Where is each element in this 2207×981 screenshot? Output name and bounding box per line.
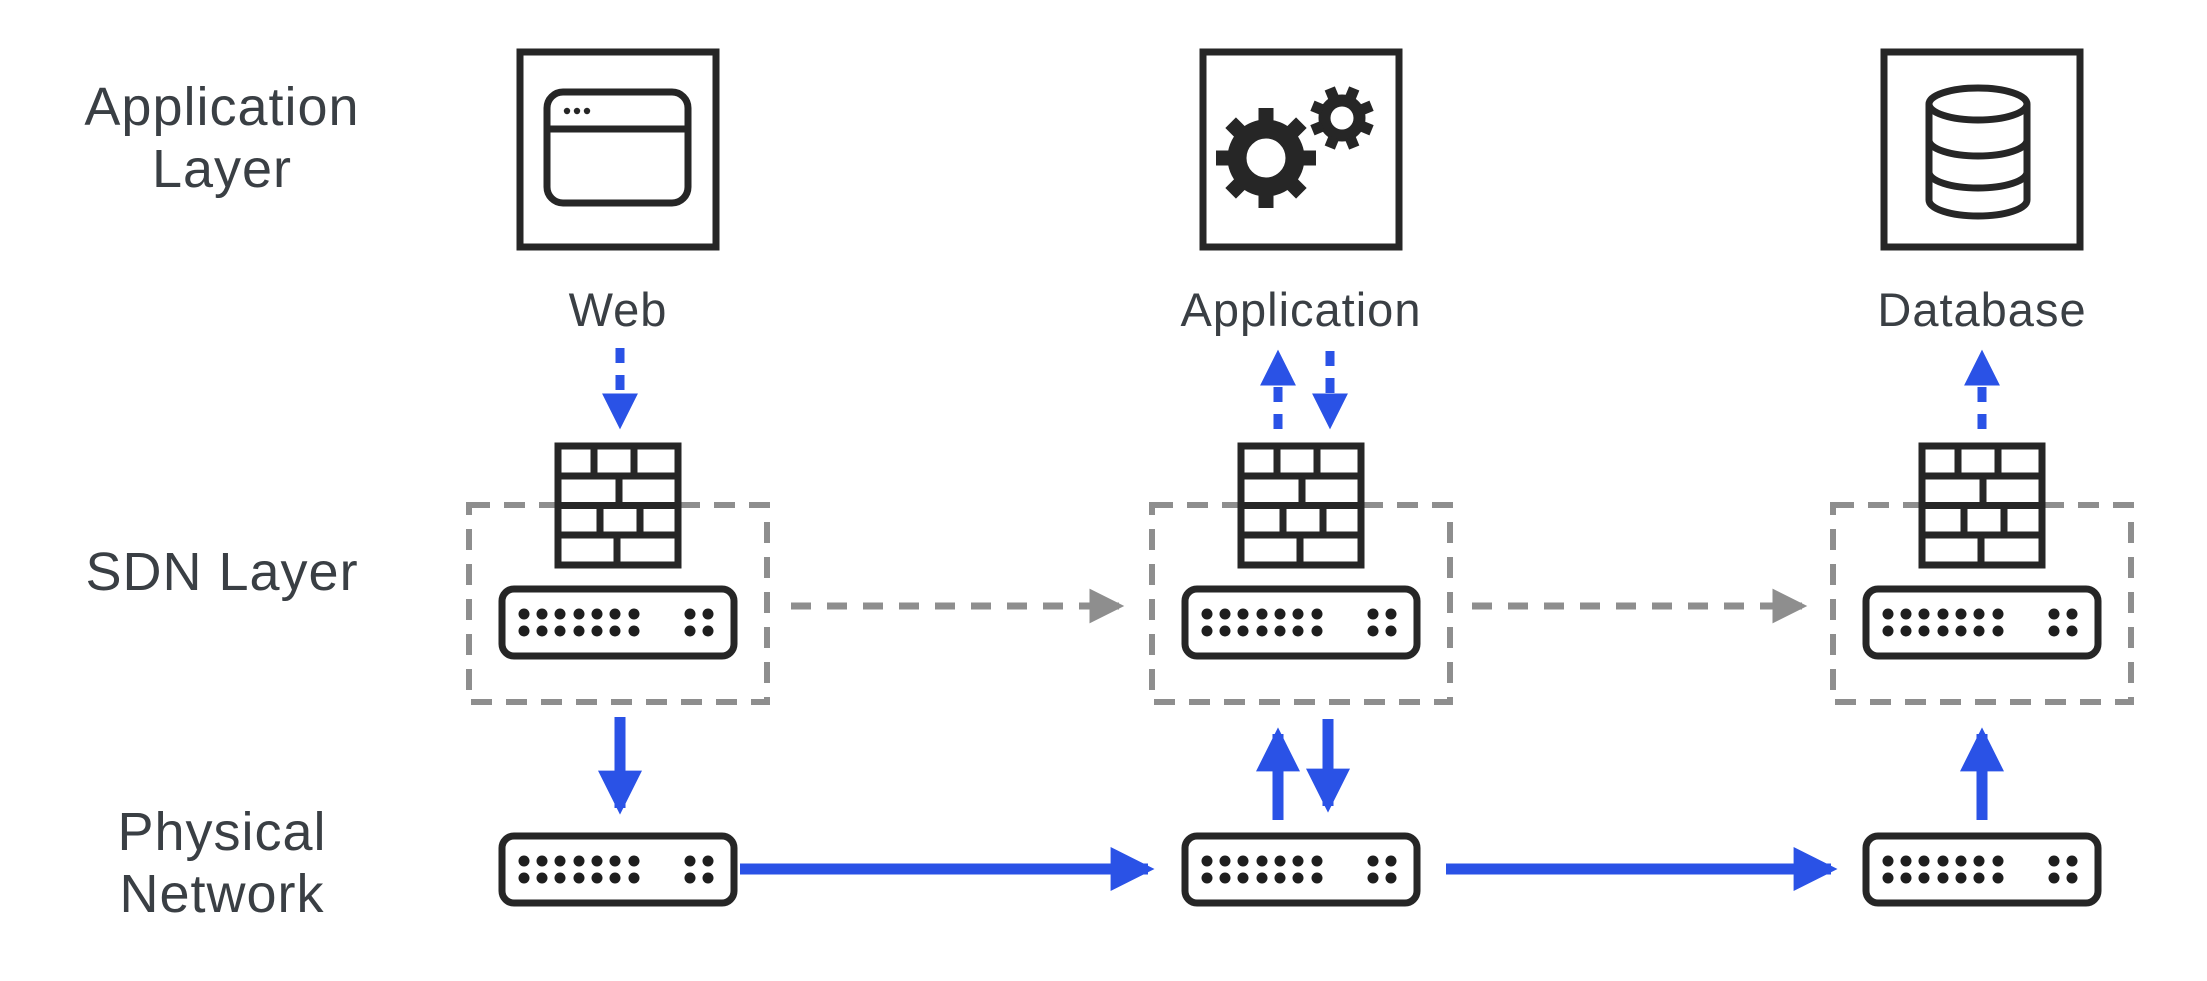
- firewall-icon: [1922, 446, 2042, 565]
- database-app-icon-box: [1880, 48, 2084, 251]
- application-layer-label-line2: Layer: [151, 139, 293, 199]
- gears-icon: [1216, 86, 1374, 208]
- web-node-label: Web: [568, 283, 668, 336]
- firewall-icon: [558, 446, 678, 565]
- application-node-label: Application: [1180, 283, 1422, 336]
- network-switch-icon: [1866, 589, 2098, 656]
- application-layer-label-line1: Application: [84, 77, 360, 137]
- network-switch-icon: [502, 589, 734, 656]
- physical-network-label: Physical Network: [2, 801, 442, 925]
- network-switch-icon: [1866, 836, 2098, 903]
- application-app-icon-box: [1199, 48, 1403, 251]
- sdn-layer-label-line1: SDN Layer: [85, 542, 359, 602]
- application-layer-label: Application Layer: [2, 76, 442, 200]
- web-app-icon-box: [516, 48, 720, 251]
- database-icon: [1925, 84, 2031, 220]
- network-switch-icon: [1185, 589, 1417, 656]
- network-switch-icon: [502, 836, 734, 903]
- physical-network-label-line1: Physical: [117, 802, 327, 862]
- browser-window-icon: [543, 88, 692, 207]
- sdn-layer-label: SDN Layer: [2, 541, 442, 603]
- network-switch-icon: [1185, 836, 1417, 903]
- database-node-label: Database: [1877, 283, 2087, 336]
- firewall-icon: [1241, 446, 1361, 565]
- physical-network-label-line2: Network: [119, 864, 325, 924]
